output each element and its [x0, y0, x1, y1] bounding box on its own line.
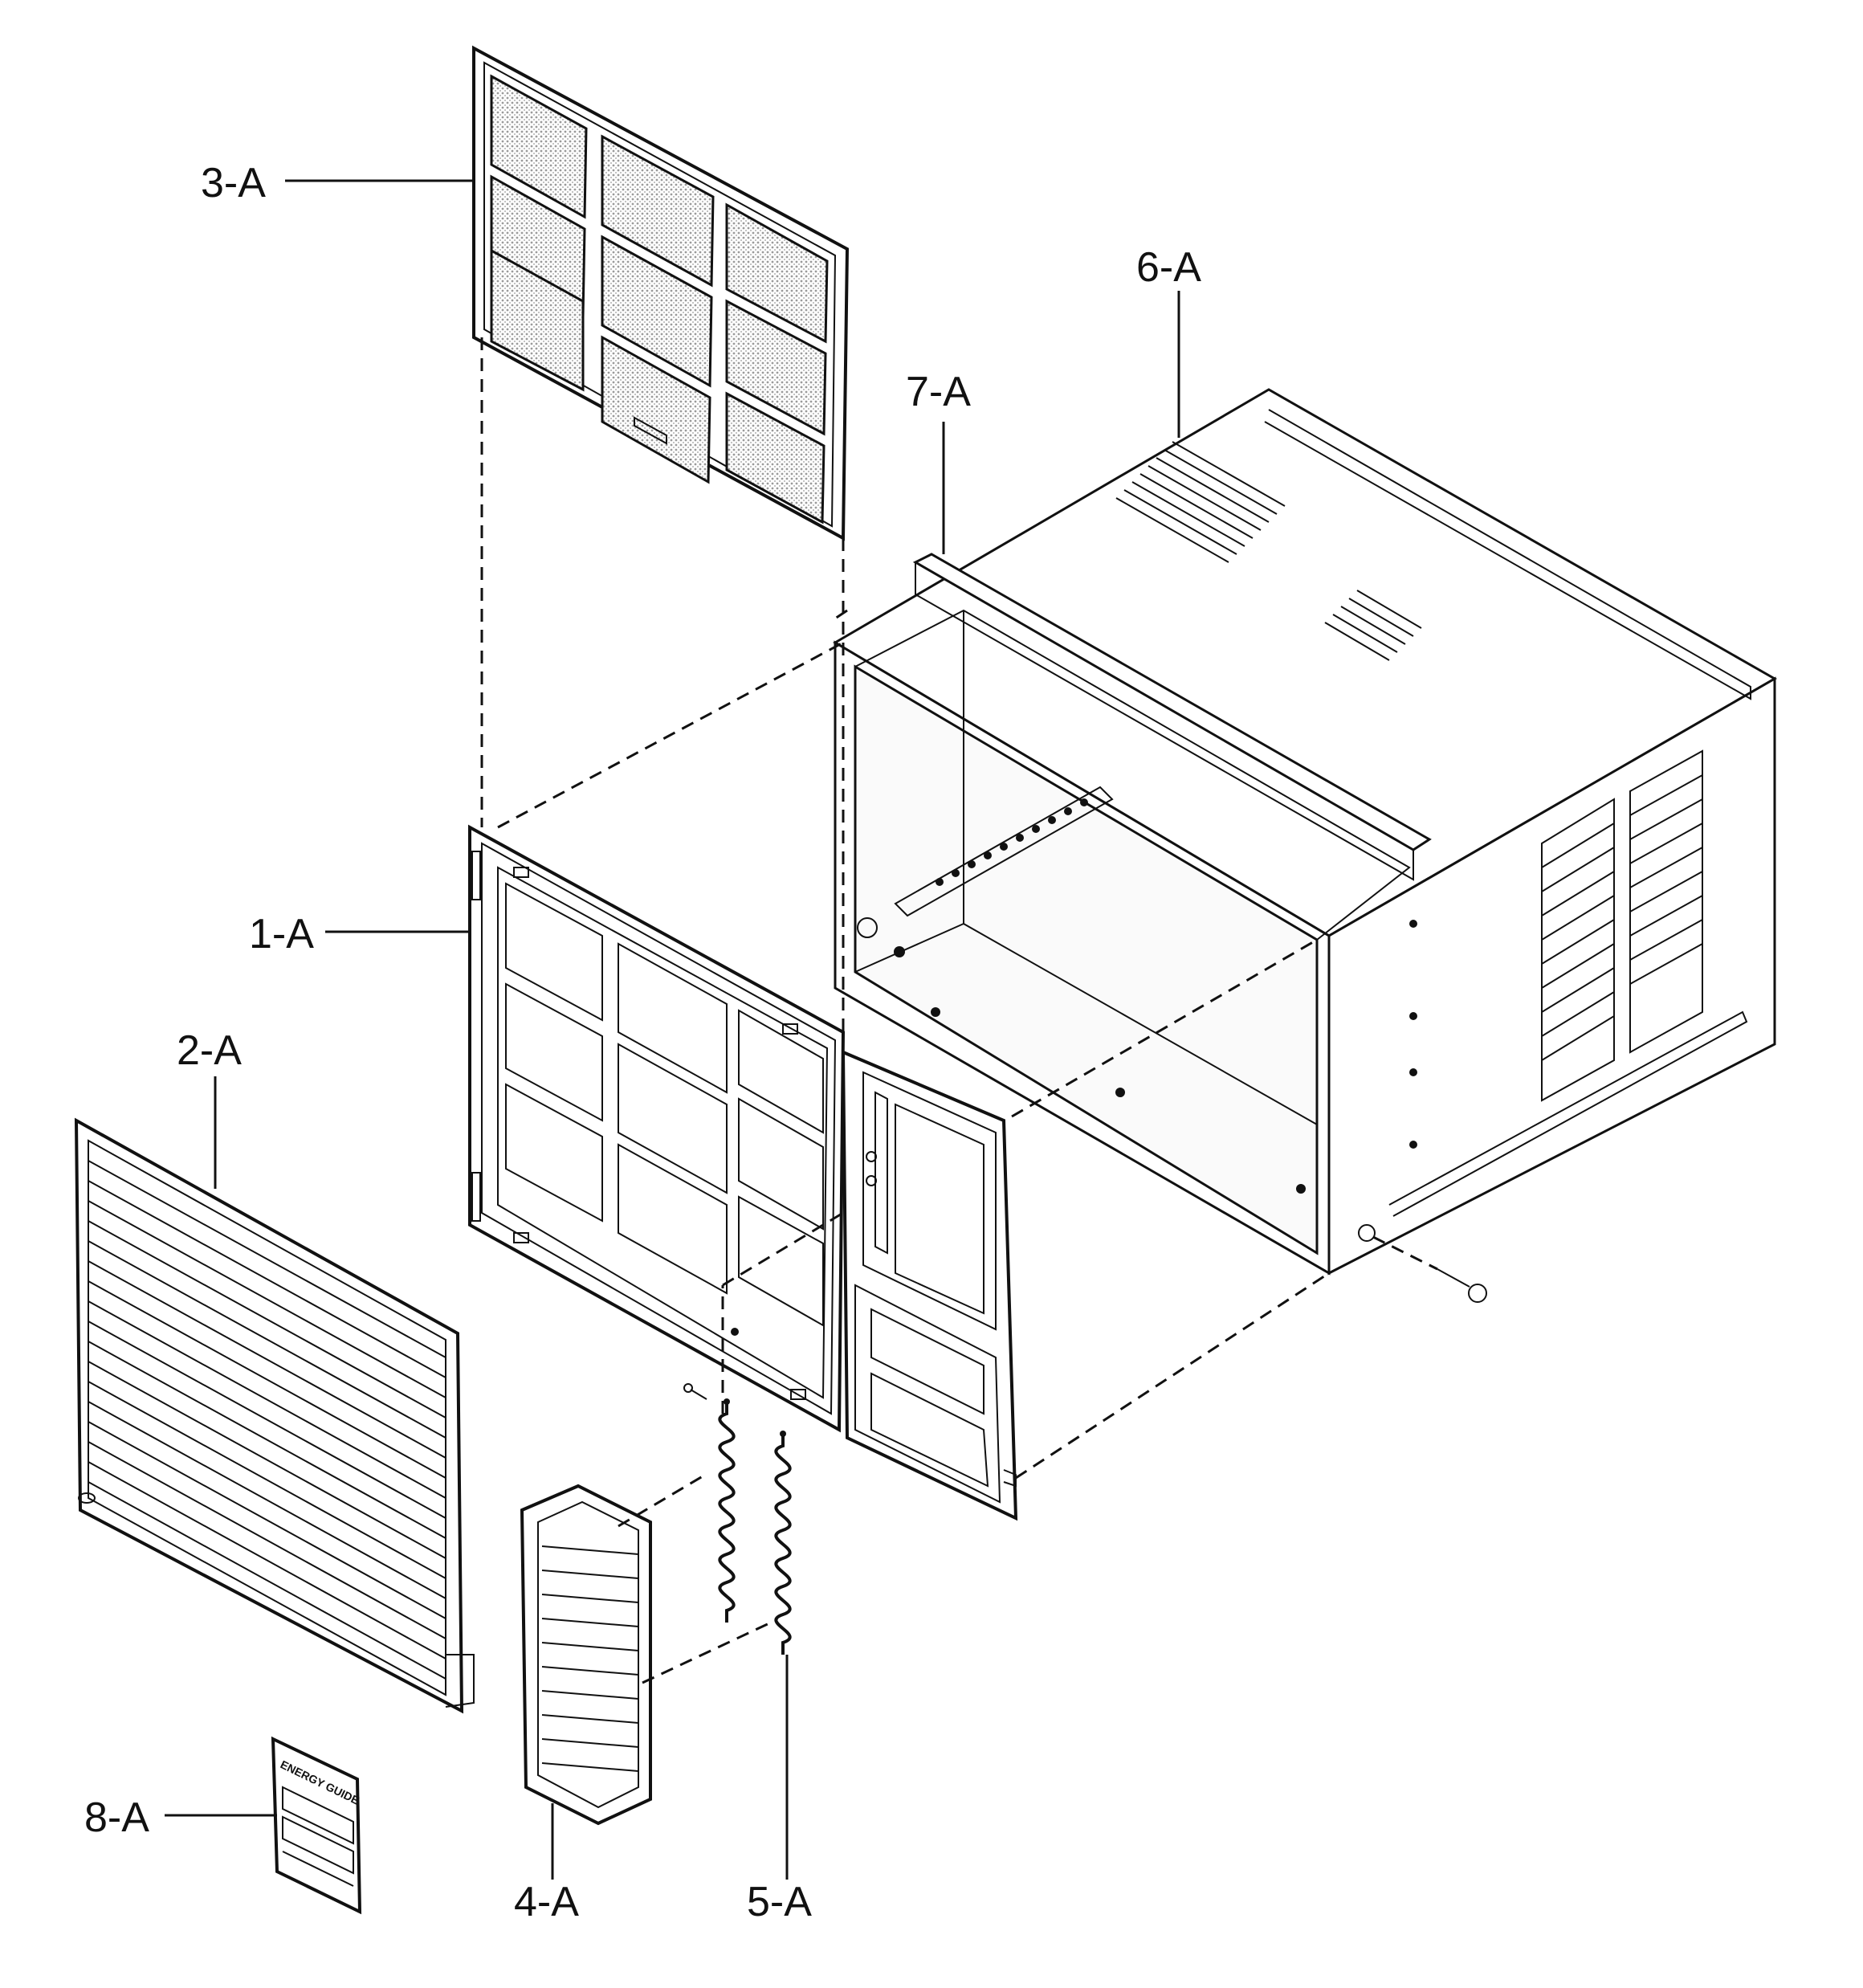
callout-3a: 3-A — [201, 160, 266, 206]
filter-tab — [634, 416, 667, 445]
filter-left-bottom-cell — [490, 248, 585, 392]
callout-5a: 5-A — [747, 1879, 812, 1925]
air-filter-part — [472, 45, 850, 541]
callout-6a: 6-A — [1136, 244, 1201, 291]
front-grille-part — [74, 1117, 475, 1714]
callout-1a: 1-A — [249, 911, 314, 957]
leader-lines — [165, 179, 1180, 1880]
top-rail-part — [912, 553, 1432, 881]
control-panel-part — [841, 1049, 1018, 1521]
callout-4a: 4-A — [514, 1879, 579, 1925]
louver-link-part — [718, 1398, 792, 1655]
top-louvers — [1115, 441, 1422, 661]
callout-8a: 8-A — [84, 1794, 149, 1841]
rail-holes — [936, 798, 1088, 886]
side-louvers — [1541, 749, 1703, 1102]
callout-7a: 7-A — [906, 369, 971, 415]
callout-labels: 3-A 6-A 7-A 1-A 2-A 4-A 5-A 8-A — [84, 160, 1201, 1925]
screw-bottom — [683, 1383, 707, 1400]
energy-guide-label-part: ENERGY GUIDE — [271, 1736, 362, 1915]
louver-part — [520, 1484, 652, 1826]
callout-2a: 2-A — [177, 1027, 242, 1074]
assembly-dashed-lines — [480, 337, 1438, 1684]
cabinet-part — [833, 388, 1778, 1276]
front-frame-part — [468, 824, 846, 1433]
screw-right — [1437, 1268, 1487, 1303]
